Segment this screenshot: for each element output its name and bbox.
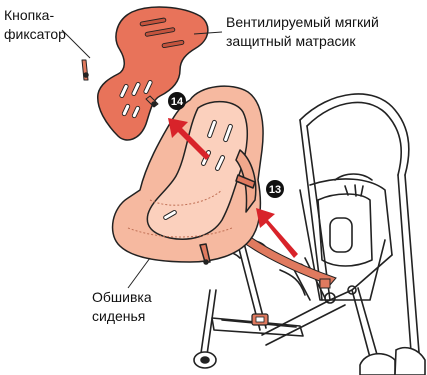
step-number-13: 13 <box>269 184 281 196</box>
label-seat-cover: Обшивка сиденья <box>92 288 192 326</box>
label-mattress: Вентилируемый мягкий защитный матрасик <box>226 13 426 51</box>
wheels <box>194 348 425 375</box>
label-clip-button: Кнопка- фиксатор <box>4 6 84 44</box>
step-number-14: 14 <box>171 96 184 108</box>
buckle <box>252 314 268 325</box>
step-badge-14: 14 <box>168 92 186 110</box>
step-badge-13: 13 <box>266 180 284 198</box>
